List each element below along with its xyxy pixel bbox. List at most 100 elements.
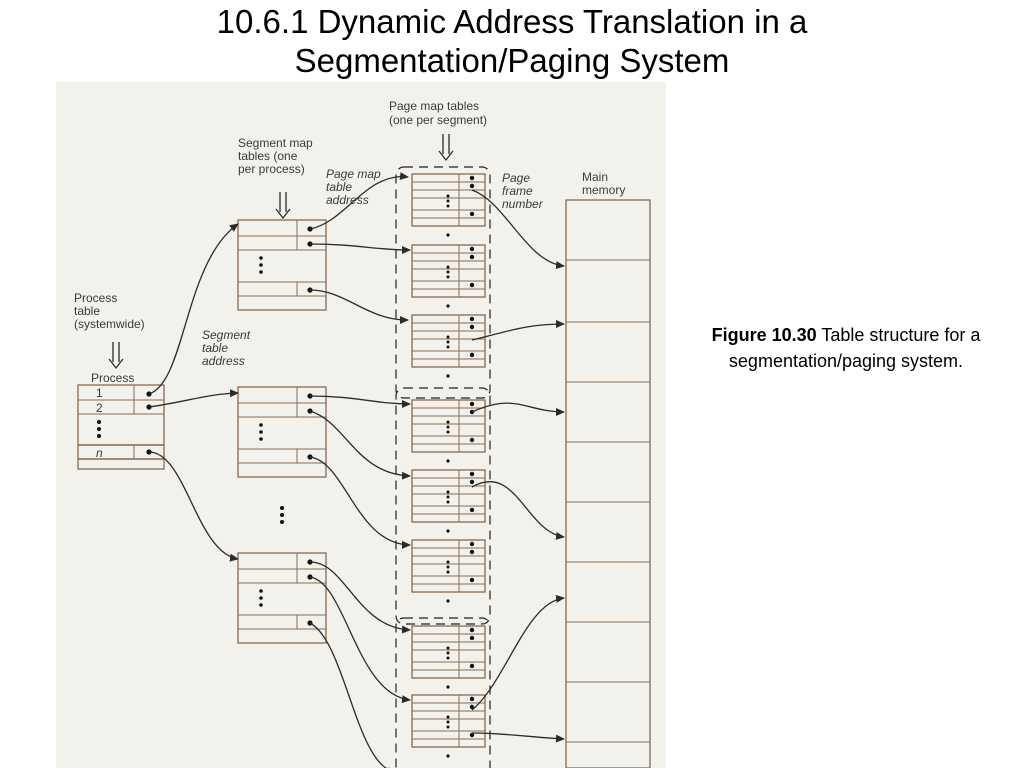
ellipsis-dot <box>446 490 450 494</box>
ellipsis-dot <box>446 646 450 650</box>
ellipsis-dot <box>446 420 450 424</box>
ellipsis-dot <box>446 233 450 237</box>
segment-table-address-label: Segment table address <box>202 328 253 368</box>
pointer-arrow <box>471 402 565 416</box>
main-memory-frame <box>565 199 651 768</box>
ellipsis-dot <box>259 596 263 600</box>
pointer-arrow <box>309 576 411 704</box>
segment-table-address-line-3: address <box>202 354 245 368</box>
ellipsis-dot <box>446 565 450 569</box>
hollow-down-arrow-icon <box>275 192 291 220</box>
page-map-tables-label: Page map tables (one per segment) <box>389 99 487 127</box>
segment-map-tables <box>237 219 327 644</box>
pointer-dot <box>469 541 475 547</box>
page-map-table <box>411 539 486 603</box>
ellipsis-dot <box>446 560 450 564</box>
segment-table-frame <box>237 219 327 311</box>
segment-map-table <box>237 219 327 311</box>
ellipsis-dot <box>446 529 450 533</box>
page-table-frame <box>411 625 486 679</box>
pointer-dot <box>469 704 475 710</box>
pointer-arrow <box>148 223 239 395</box>
process-table-label-line-3: (systemwide) <box>74 317 145 331</box>
segmentation-paging-diagram: Page map tables (one per segment) Segmen… <box>74 99 651 768</box>
segment-table-frame <box>237 386 327 478</box>
pointer-dot <box>469 663 475 669</box>
pointer-arrow <box>471 732 565 743</box>
ellipsis-dot <box>259 437 263 441</box>
segment-tables-ellipsis <box>280 506 284 524</box>
page-map-table <box>411 399 486 463</box>
page-map-table <box>411 173 486 237</box>
page-map-tables-label-line-1: Page map tables <box>389 99 479 113</box>
segment-map-tables-label-line-2: tables (one <box>238 149 298 163</box>
ellipsis-dot <box>446 720 450 724</box>
process-row-n: n <box>96 446 103 460</box>
page-frame-number-line-3: number <box>502 197 544 211</box>
figure-caption-text: Table structure for a segmentation/pagin… <box>728 325 981 371</box>
process-table: Process 1 2 n <box>77 371 165 470</box>
ellipsis-dot <box>446 204 450 208</box>
ellipsis-dot <box>446 685 450 689</box>
segment-map-table <box>237 386 327 478</box>
ellipsis-dot <box>446 304 450 308</box>
segment-table-frame <box>237 552 327 644</box>
ellipsis-dot <box>259 263 263 267</box>
ellipsis-dot <box>446 374 450 378</box>
ellipsis-dot <box>446 725 450 729</box>
pointer-dot <box>469 635 475 641</box>
page-map-table <box>411 314 486 378</box>
pointer-arrow <box>309 622 397 768</box>
ellipsis-dot <box>446 335 450 339</box>
figure-caption: Figure 10.30 Table structure for a segme… <box>676 322 1016 374</box>
ellipsis-dot <box>259 256 263 260</box>
pointer-arrow <box>309 172 409 230</box>
segment-map-tables-label-line-1: Segment map <box>238 136 313 150</box>
segment-map-tables-label: Segment map tables (one per process) <box>238 136 316 176</box>
main-memory-label-line-1: Main <box>582 170 608 184</box>
ellipsis-dot <box>446 425 450 429</box>
page-map-table-address-line-2: table <box>326 180 352 194</box>
main-memory-column <box>565 199 651 768</box>
pointer-dot <box>469 627 475 633</box>
page-map-table-address-label: Page map table address <box>326 167 384 207</box>
pointer-dot <box>469 437 475 443</box>
segment-map-table <box>237 552 327 644</box>
ellipsis-dot <box>446 340 450 344</box>
ellipsis-dot <box>446 275 450 279</box>
page-table-frame <box>411 469 486 523</box>
process-table-label: Process table (systemwide) <box>74 291 145 331</box>
ellipsis-dot <box>446 754 450 758</box>
pointer-dot <box>469 254 475 260</box>
ellipsis-dot <box>446 715 450 719</box>
page-map-table <box>411 469 486 533</box>
page-table-frame <box>411 539 486 593</box>
pointer-dot <box>469 324 475 330</box>
pointer-arrow <box>309 395 411 408</box>
page-table-frame <box>411 314 486 368</box>
dashed-group-box <box>395 617 491 768</box>
ellipsis-dot <box>446 345 450 349</box>
dashed-group-box <box>395 387 491 625</box>
page-map-table <box>411 694 486 758</box>
page-map-table-group <box>395 387 491 625</box>
ellipsis-dot <box>259 430 263 434</box>
slide-title: 10.6.1 Dynamic Address Translation in a … <box>0 2 1024 80</box>
pointer-dot <box>469 401 475 407</box>
ellipsis-dot <box>446 599 450 603</box>
ellipsis-dot <box>446 270 450 274</box>
hollow-down-arrow-icon <box>108 342 124 370</box>
pointer-dot <box>469 183 475 189</box>
process-table-header: Process <box>91 371 134 385</box>
page-map-table <box>411 244 486 308</box>
ellipsis-dot <box>446 265 450 269</box>
page-map-table-group <box>395 617 491 768</box>
ellipsis-dot <box>446 570 450 574</box>
pointer-arrow <box>471 320 565 341</box>
segment-table-address-line-1: Segment <box>202 328 251 342</box>
page-map-table-address-line-1: Page map <box>326 167 381 181</box>
ellipsis-dot <box>446 495 450 499</box>
page-map-tables-label-line-2: (one per segment) <box>389 113 487 127</box>
pointer-dot <box>469 211 475 217</box>
pointer-arrow <box>471 189 565 270</box>
